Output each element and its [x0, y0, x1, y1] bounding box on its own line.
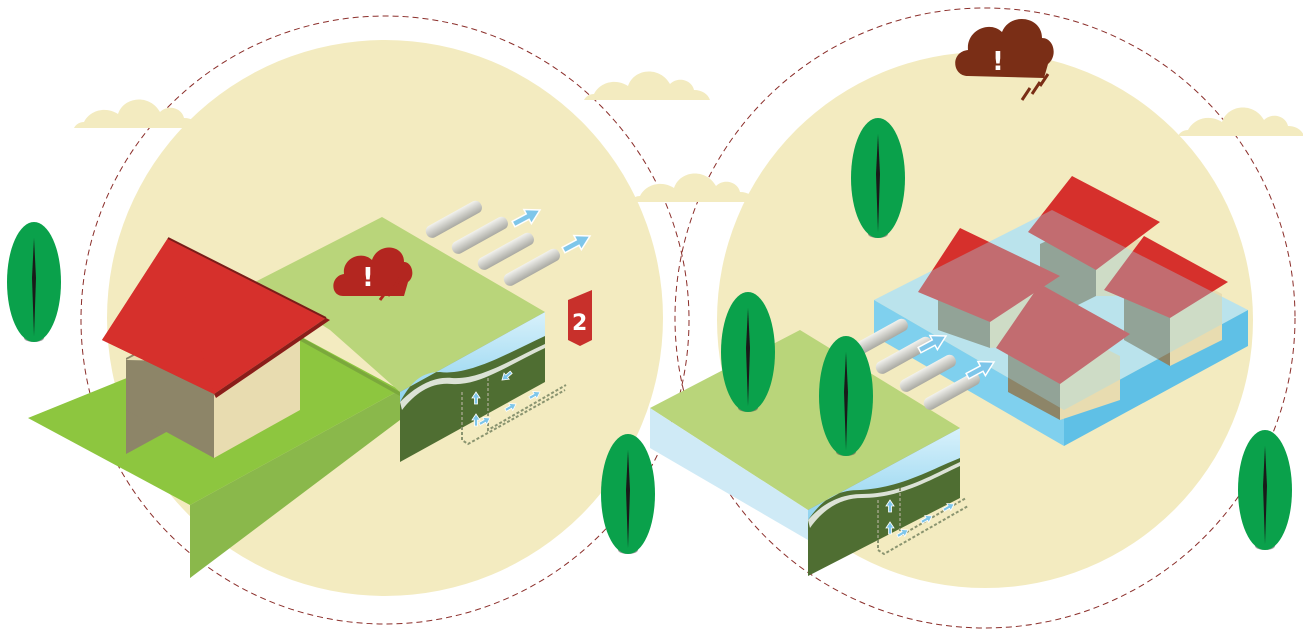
cloud-2 — [584, 71, 710, 100]
flooded-house-right — [1104, 236, 1228, 366]
right-storm-alert: ! — [955, 19, 1054, 101]
left-house — [102, 237, 330, 458]
left-pipes — [425, 200, 560, 286]
cloud-1 — [74, 99, 200, 128]
right-pipes — [851, 318, 980, 410]
right-drain-channel — [877, 488, 969, 556]
left-drain-channel — [461, 368, 567, 446]
tree-far-left — [7, 222, 61, 342]
flood-water-overlay — [874, 210, 1248, 410]
tree-lot-front — [819, 336, 873, 456]
tree-center-bottom — [601, 434, 655, 554]
flooded-house-front — [996, 284, 1130, 420]
cloud-3 — [630, 173, 756, 202]
left-alert-symbol: ! — [362, 263, 374, 293]
tree-right-top — [851, 118, 905, 238]
left-storm-alert: ! — [333, 247, 413, 301]
cloud-4 — [1178, 107, 1303, 136]
tree-lot-back — [721, 292, 775, 412]
tree-far-right — [1238, 430, 1292, 550]
right-alert-symbol: ! — [992, 47, 1004, 77]
step-number: 2 — [572, 311, 587, 336]
left-terrain — [28, 217, 545, 578]
step-badge: 2 — [568, 290, 592, 346]
